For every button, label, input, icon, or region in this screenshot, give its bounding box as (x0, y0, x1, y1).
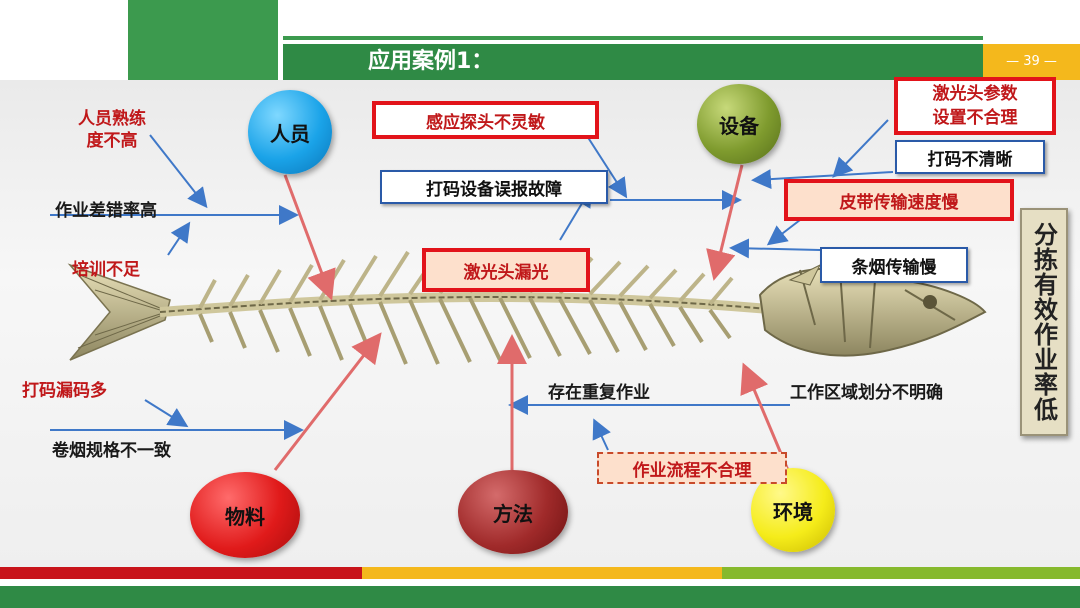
red-arrows (275, 165, 790, 475)
footer-gold-stripe (362, 567, 722, 579)
page-number: — 39 — (983, 44, 1080, 80)
footer-green-stripe (722, 567, 1080, 579)
cause-people-error-rate: 作业差错率高 (55, 196, 157, 221)
cause-work-zone: 工作区域划分不明确 (790, 378, 943, 403)
category-people-bubble: 人员 (248, 90, 332, 174)
category-method-bubble: 方法 (458, 470, 568, 554)
cause-sensor-box: 感应探头不灵敏 (372, 101, 599, 139)
cause-missing-codes: 打码漏码多 (22, 376, 107, 401)
category-materials-bubble: 物料 (190, 472, 300, 558)
cause-printer-false-alarm: 打码设备误报故障 (380, 170, 608, 204)
footer-red-stripe (0, 567, 362, 579)
effect-result-box: 分拣有效作业率低 (1020, 208, 1068, 436)
footer-gap (0, 579, 1080, 586)
cause-belt-speed: 皮带传输速度慢 (784, 179, 1014, 221)
cause-spec-mismatch: 卷烟规格不一致 (52, 436, 171, 461)
footer-green-bar (0, 586, 1080, 608)
cause-carton-transport: 条烟传输慢 (820, 247, 968, 283)
cause-people-skill: 人员熟练 度不高 (78, 108, 146, 152)
cause-print-unclear: 打码不清晰 (895, 140, 1045, 174)
cause-laser-leak: 激光头漏光 (422, 248, 590, 292)
category-equipment-bubble: 设备 (697, 84, 781, 164)
slide-title: 应用案例1： (368, 44, 493, 80)
header-green-block (128, 0, 278, 80)
header-thin-stripe (283, 36, 983, 40)
cause-duplicate-work: 存在重复作业 (548, 378, 650, 403)
cause-laser-params: 激光头参数 设置不合理 (894, 77, 1056, 135)
cause-people-training: 培训不足 (72, 255, 140, 280)
cause-process-unreasonable: 作业流程不合理 (597, 452, 787, 484)
